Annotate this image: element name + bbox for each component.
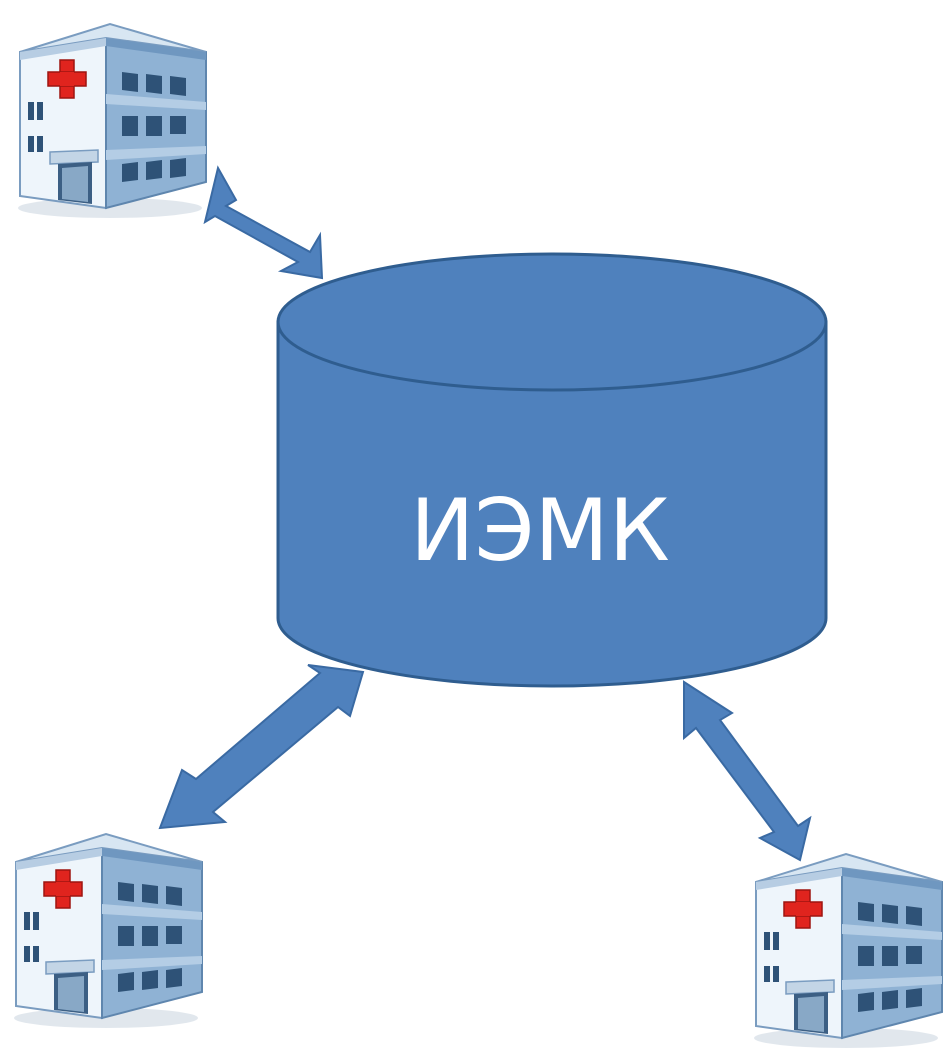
hospital-top-left-icon (17, 23, 207, 219)
connector-bottom-left (158, 664, 365, 830)
database-cylinder-icon: ИЭМК (276, 252, 828, 688)
database-label: ИЭМК (410, 481, 670, 581)
hospital-bottom-right-icon (753, 853, 943, 1048)
connector-bottom-right (683, 680, 812, 862)
hospital-bottom-left-icon (13, 833, 203, 1029)
connector-top-left (203, 165, 324, 280)
